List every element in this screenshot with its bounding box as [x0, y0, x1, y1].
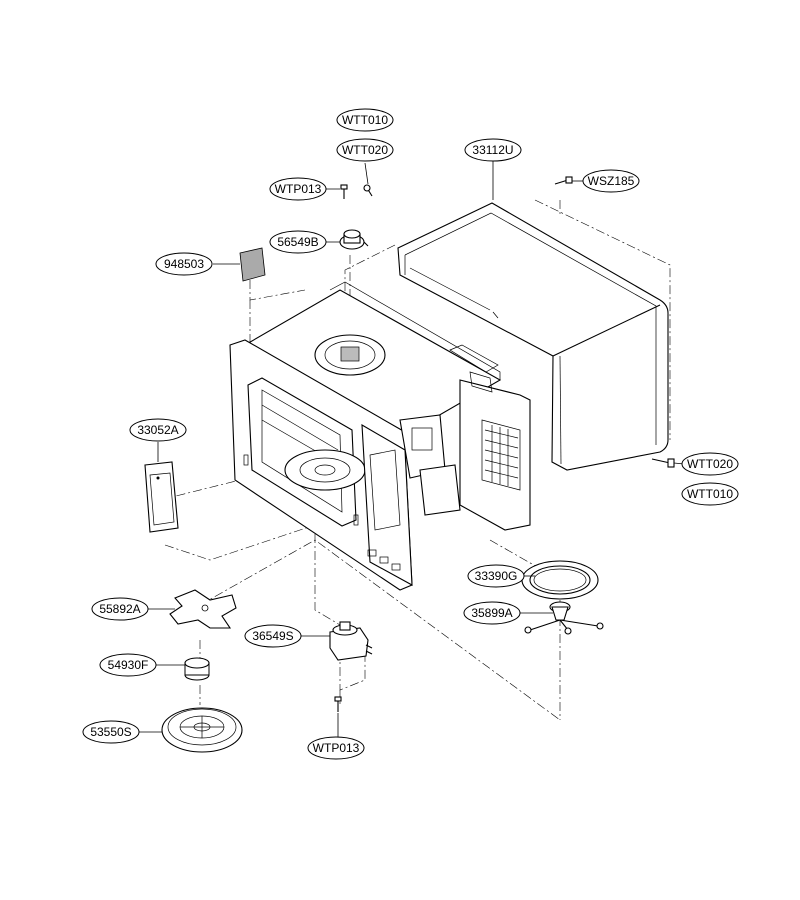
svg-text:WTT010: WTT010 [342, 113, 388, 127]
svg-text:948503: 948503 [164, 257, 204, 271]
svg-text:WTT020: WTT020 [687, 457, 733, 471]
label-35899a: 35899A [463, 601, 521, 625]
label-56549b: 56549B [269, 230, 327, 254]
svg-text:36549S: 36549S [252, 629, 293, 643]
svg-text:WSZ185: WSZ185 [588, 174, 635, 188]
screw-wsz185 [554, 176, 573, 185]
leader-lines [138, 160, 685, 738]
label-wsz185: WSZ185 [582, 169, 640, 193]
svg-text:55892A: 55892A [99, 602, 140, 616]
label-wtt020-top: WTT020 [336, 138, 394, 162]
svg-text:33052A: 33052A [137, 423, 178, 437]
label-wtt010-right: WTT010 [681, 482, 739, 506]
outer-cabinet [397, 202, 669, 471]
screw-wtt020-right [651, 458, 675, 468]
svg-text:WTT010: WTT010 [687, 487, 733, 501]
roller-guide-55892a [169, 589, 237, 629]
label-33112u: 33112U [464, 138, 522, 162]
label-33052a: 33052A [129, 418, 187, 442]
roller-base-53550s [161, 707, 243, 753]
svg-text:33112U: 33112U [472, 143, 513, 157]
svg-text:53550S: 53550S [90, 725, 131, 739]
label-wtp013-bottom: WTP013 [307, 736, 365, 760]
label-wtt020-right: WTT020 [681, 452, 739, 476]
svg-text:56549B: 56549B [277, 235, 318, 249]
screw-wtp013-top [340, 184, 348, 199]
label-54930f: 54930F [99, 653, 157, 677]
label-948503: 948503 [155, 252, 213, 276]
part-labels: WTT010 WTT020 33112U WTP013 WSZ185 56549… [82, 108, 739, 760]
label-36549s: 36549S [244, 624, 302, 648]
svg-text:WTP013: WTP013 [313, 741, 360, 755]
svg-text:35899A: 35899A [471, 606, 512, 620]
label-53550s: 53550S [82, 720, 140, 744]
label-33390g: 33390G [467, 564, 525, 588]
label-wtt010-top: WTT010 [336, 108, 394, 132]
svg-text:33390G: 33390G [475, 569, 518, 583]
screw-wtp013-bottom [334, 696, 342, 712]
vent-grid [484, 425, 519, 486]
label-wtp013-top: WTP013 [269, 177, 327, 201]
label-55892a: 55892A [91, 597, 149, 621]
coupler-54930f [184, 657, 210, 681]
svg-text:54930F: 54930F [108, 658, 149, 672]
roller-ring-35899a [524, 601, 604, 635]
svg-text:WTP013: WTP013 [275, 182, 322, 196]
motor-36549s [329, 621, 373, 661]
motor-56549b [339, 229, 369, 250]
waveguide-cover-948503 [239, 247, 266, 282]
oven-cavity-chassis [229, 281, 531, 591]
svg-text:WTT020: WTT020 [342, 143, 388, 157]
screw-wtt020-top [363, 184, 373, 197]
cover-33052a [144, 461, 179, 533]
glass-tray-33390g [521, 560, 599, 600]
